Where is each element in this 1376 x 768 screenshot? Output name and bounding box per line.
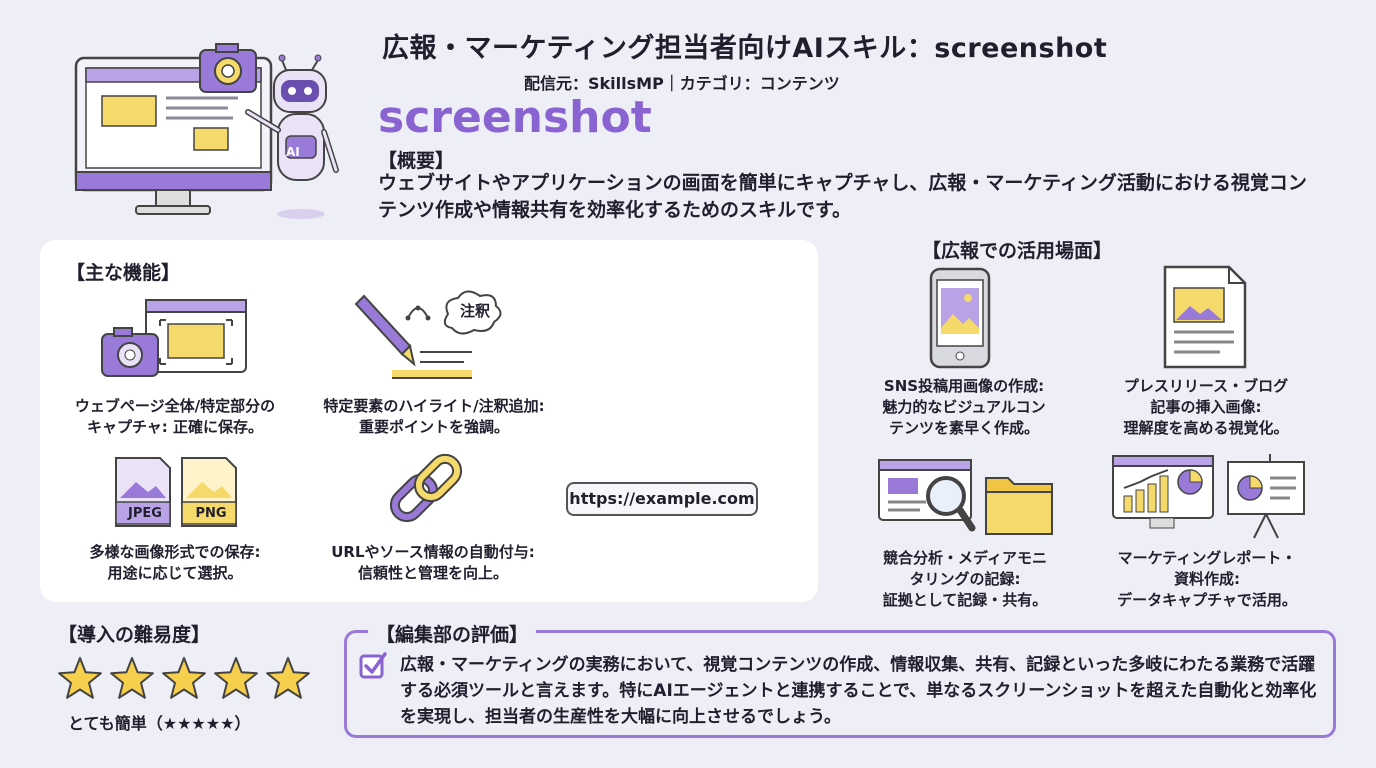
- page-title: 広報・マーケティング担当者向けAIスキル：screenshot: [382, 33, 1108, 64]
- difficulty-label: とても簡単（★★★★★）: [68, 714, 251, 733]
- caption-line: プレスリリース・ブログ: [1123, 377, 1289, 395]
- document-image-icon: [1163, 265, 1247, 369]
- skill-name-heading: screenshot: [378, 92, 652, 143]
- caption-line: 理解度を高める視覚化。: [1123, 419, 1289, 437]
- caption-line: 競合分析・メディアモニ: [883, 549, 1047, 567]
- caption-line: 証拠として記録・共有。: [882, 591, 1048, 609]
- caption-line: テンツを素早く作成。: [888, 419, 1039, 437]
- star-icon: [162, 657, 206, 699]
- difficulty-star-rating: [58, 657, 310, 699]
- caption-line: 信頼性と管理を向上。: [357, 564, 508, 582]
- usage-caption-monitoring: 競合分析・メディアモニ タリングの記録: 証拠として記録・共有。: [862, 548, 1068, 611]
- caption-line: 多様な画像形式での保存:: [89, 543, 261, 561]
- star-icon: [214, 657, 258, 699]
- caption-line: 用途に応じて選択。: [107, 564, 243, 582]
- caption-line: データキャプチャで活用。: [1117, 591, 1297, 609]
- feature-caption-url: URLやソース情報の自動付与: 信頼性と管理を向上。: [310, 542, 556, 584]
- smartphone-photo-icon: [929, 267, 991, 369]
- image-formats-icon: [115, 457, 237, 527]
- star-icon: [110, 657, 154, 699]
- format-label-png: PNG: [195, 506, 227, 521]
- star-icon: [58, 657, 102, 699]
- caption-line: 特定要素のハイライト/注釈追加:: [323, 397, 545, 415]
- robot-badge-text: AI: [286, 145, 300, 159]
- caption-line: SNS投稿用画像の作成:: [883, 377, 1045, 395]
- star-icon: [266, 657, 310, 699]
- feature-caption-capture: ウェブページ全体/特定部分の キャプチャ: 正確に保存。: [58, 396, 292, 438]
- caption-line: 重要ポイントを強調。: [358, 418, 509, 436]
- caption-line: タリングの記録:: [909, 570, 1021, 588]
- usage-caption-press: プレスリリース・ブログ 記事の挿入画像: 理解度を高める視覚化。: [1100, 376, 1312, 439]
- caption-line: ウェブページ全体/特定部分の: [74, 397, 276, 415]
- annotation-bubble-label: 注釈: [460, 302, 491, 320]
- url-example-chip: https://example.com: [566, 482, 758, 516]
- format-label-jpeg: JPEG: [128, 506, 162, 521]
- chain-link-icon: [389, 453, 463, 523]
- usage-caption-sns: SNS投稿用画像の作成: 魅力的なビジュアルコン テンツを素早く作成。: [858, 376, 1070, 439]
- overview-text: ウェブサイトやアプリケーションの画面を簡単にキャプチャし、広報・マーケティング活…: [378, 172, 1307, 221]
- feature-caption-formats: 多様な画像形式での保存: 用途に応じて選択。: [70, 542, 280, 584]
- usage-caption-report: マーケティングレポート・ 資料作成: データキャプチャで活用。: [1094, 548, 1320, 611]
- caption-line: マーケティングレポート・: [1117, 549, 1297, 567]
- evaluation-heading: 【編集部の評価】: [368, 620, 537, 647]
- evaluation-text: 広報・マーケティングの実務において、視覚コンテンツの作成、情報収集、共有、記録と…: [400, 655, 1317, 727]
- camera-screen-icon: [101, 299, 247, 377]
- caption-line: 資料作成:: [1174, 570, 1240, 588]
- caption-line: URLやソース情報の自動付与:: [331, 543, 535, 561]
- feature-caption-highlight: 特定要素のハイライト/注釈追加: 重要ポイントを強調。: [304, 396, 564, 438]
- report-chart-icon: [1112, 454, 1305, 539]
- monitor-robot-illustration: [74, 43, 339, 219]
- usage-heading: 【広報での活用場面】: [922, 240, 1113, 262]
- evaluation-box: [344, 630, 1336, 738]
- difficulty-heading: 【導入の難易度】: [58, 624, 211, 646]
- caption-line: 魅力的なビジュアルコン: [882, 398, 1046, 416]
- pen-annotation-icon: [354, 290, 502, 379]
- caption-line: キャプチャ: 正確に保存。: [86, 418, 264, 436]
- magnifier-folder-icon: [878, 459, 1053, 535]
- caption-line: 記事の挿入画像:: [1150, 398, 1262, 416]
- checkbox-checked-icon: [359, 652, 387, 679]
- overview-heading: 【概要】: [378, 150, 455, 172]
- features-heading: 【主な機能】: [66, 262, 181, 284]
- source-category-line: 配信元：SkillsMP｜カテゴリ：コンテンツ: [524, 74, 840, 93]
